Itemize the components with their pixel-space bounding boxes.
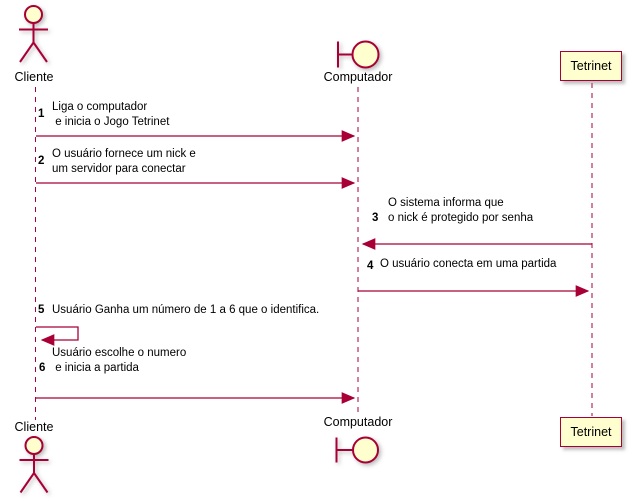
participant-label-computador-top: Computador [323,70,393,84]
message-5-self-arrow [36,326,79,346]
participant-label-cliente-top: Cliente [14,70,54,84]
message-1-number: 1 [38,108,45,120]
message-4-line1: O usuário conecta em uma partida [380,258,557,270]
message-5-line1: Usuário Ganha um número de 1 a 6 que o i… [52,304,320,316]
message-2-number: 2 [38,155,45,167]
boundary-icon-computador-top [337,40,380,69]
participant-label-tetrinet-top: Tetrinet [570,59,612,73]
message-3-line1: O sistema informa que [388,197,504,209]
message-6-line1: Usuário escolhe o numero [52,347,187,359]
message-1-line2: e inicia o Jogo Tetrinet [52,116,170,128]
actor-icon-cliente-top [19,5,48,63]
participant-label-tetrinet-bottom: Tetrinet [570,425,612,439]
actor-icon-cliente-bottom [19,436,49,494]
message-6-line2: e inicia a partida [52,362,139,374]
message-3-number: 3 [372,212,379,224]
boundary-icon-computador-bottom [335,436,379,464]
message-2-line1: O usuário fornece um nick e [52,148,196,160]
message-3-line2: o nick é protegido por senha [388,212,534,224]
participant-box-tetrinet-bottom: Tetrinet [560,417,622,447]
message-1-line1: Liga o computador [52,101,148,113]
message-2-line2: um servidor para conectar [52,163,186,175]
message-5-number: 5 [38,304,45,316]
participant-label-cliente-bottom: Cliente [14,420,54,434]
message-4-number: 4 [367,260,374,272]
participant-box-tetrinet-top: Tetrinet [560,51,622,81]
participant-label-computador-bottom: Computador [323,415,393,429]
message-6-number: 6 [39,362,46,374]
